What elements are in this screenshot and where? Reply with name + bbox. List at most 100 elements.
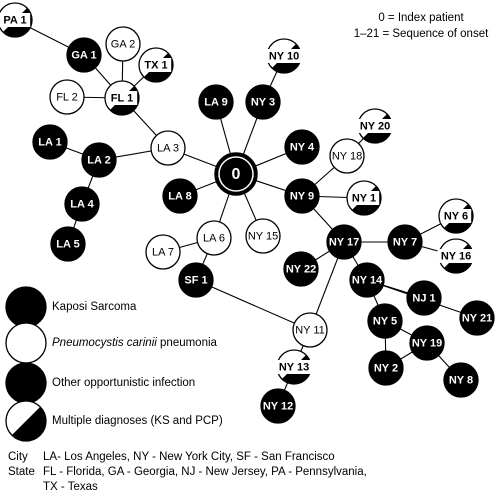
node-label: LA 2	[87, 155, 110, 167]
node-tx1: TX 1	[138, 47, 174, 83]
legend-ks-symbol-circle	[5, 286, 47, 328]
node-ny4-circle	[284, 129, 320, 165]
node-pa1: PA 1	[0, 2, 33, 38]
node-label: NY 2	[374, 363, 398, 375]
legend-item-other: Other opportunistic infection	[5, 362, 195, 404]
node-la8-circle	[162, 178, 198, 214]
node-ny10: NY 10	[265, 38, 303, 74]
node-ny8-circle	[443, 362, 479, 398]
legend-label: Multiple diagnoses (KS and PCP)	[52, 415, 223, 427]
node-la1-circle	[32, 124, 68, 160]
node-ny13: NY 13	[275, 349, 313, 385]
key-sequence-text: 1–21 = Sequence of onset	[354, 28, 489, 40]
node-la3: LA 3	[150, 130, 186, 166]
legend-multi-symbol-fill	[11, 406, 46, 441]
node-label: LA 6	[203, 233, 225, 245]
node-ny19-circle	[409, 325, 445, 361]
footer-legend: City LA- Los Angeles, NY - New York City…	[8, 450, 367, 495]
legend-item-ks: Kaposi Sarcoma	[5, 286, 137, 328]
node-ga1-circle	[66, 37, 102, 73]
legend-label-post: pneumonia	[157, 337, 218, 349]
node-ny16: NY 16	[437, 238, 475, 274]
node-ny2: NY 2	[368, 350, 404, 386]
node-ny19: NY 19	[409, 325, 445, 361]
legend-label-text: Kaposi Sarcoma	[52, 301, 137, 313]
node-fl1: FL 1	[104, 80, 140, 116]
node-label: NY 6	[444, 211, 468, 223]
node-ny18: NY 18	[329, 138, 365, 174]
node-label: LA 3	[157, 143, 179, 155]
node-sf1: SF 1	[178, 262, 214, 298]
node-label: NY 17	[329, 237, 359, 249]
node-label: NY 4	[290, 142, 315, 154]
node-ga1: GA 1	[66, 37, 102, 73]
node-la5: LA 5	[50, 226, 86, 262]
legend-item-multi: Multiple diagnoses (KS and PCP)	[5, 400, 223, 442]
node-ny18-circle	[329, 138, 365, 174]
node-label: FL 2	[56, 92, 78, 104]
node-ny9: NY 9	[284, 178, 320, 214]
node-fl2: FL 2	[49, 79, 85, 115]
node-label: NY 5	[373, 316, 397, 328]
legend-label-italic: Pneumocystis carinii	[52, 337, 157, 349]
node-label: NY 1	[352, 193, 376, 205]
legend-label: Other opportunistic infection	[52, 377, 195, 389]
node-la2: LA 2	[81, 142, 117, 178]
node-label: LA 4	[70, 199, 94, 211]
node-label: NY 15	[248, 231, 278, 243]
node-label: NY 10	[269, 51, 299, 63]
node-ny7-circle	[387, 224, 423, 260]
node-label: NY 13	[279, 362, 309, 374]
legend-pcp-symbol-circle	[5, 322, 47, 364]
node-label: NY 19	[412, 338, 442, 350]
footer-state-label: State	[8, 466, 35, 478]
node-la2-circle	[81, 142, 117, 178]
footer-city-label: City	[8, 451, 28, 463]
node-ny14-circle	[349, 262, 385, 298]
legend-label-text: Multiple diagnoses (KS and PCP)	[52, 415, 223, 427]
node-ny2-circle	[368, 350, 404, 386]
node-label: GA 2	[111, 39, 135, 51]
node-label: LA 7	[152, 247, 174, 259]
node-ny11: NY 11	[292, 312, 328, 348]
node-la4-circle	[64, 186, 100, 222]
node-label-bg	[106, 91, 138, 105]
node-label: LA 8	[168, 191, 191, 203]
node-ny9-circle	[284, 178, 320, 214]
node-label: NY 3	[251, 97, 275, 109]
node-la1: LA 1	[32, 124, 68, 160]
node-ny15-circle	[245, 218, 281, 254]
node-label-bg	[140, 58, 172, 72]
legend-label: Kaposi Sarcoma	[52, 301, 137, 313]
node-la7-circle	[145, 234, 181, 270]
node-ny21-circle	[459, 300, 495, 336]
node-ny17: NY 17	[326, 224, 362, 260]
node-0: 0	[214, 152, 258, 196]
node-ny3: NY 3	[245, 84, 281, 120]
node-ny1: NY 1	[346, 180, 382, 216]
node-nj1-circle	[406, 280, 442, 316]
node-label: LA 5	[56, 239, 79, 251]
node-label: NY 22	[286, 264, 316, 276]
node-ga2-circle	[105, 26, 141, 62]
node-label-bg	[356, 119, 394, 133]
node-la7: LA 7	[145, 234, 181, 270]
node-la6-circle	[196, 220, 232, 256]
node-ny22-circle	[283, 251, 319, 287]
node-label: NJ 1	[412, 293, 435, 305]
node-ny20: NY 20	[356, 108, 394, 144]
node-ny22: NY 22	[283, 251, 319, 287]
node-ny21: NY 21	[459, 300, 495, 336]
legend-label-text: Other opportunistic infection	[52, 377, 195, 389]
node-label: LA 1	[38, 137, 61, 149]
footer-state-text-2: TX - Texas	[43, 481, 98, 493]
legend-other-symbol-circle	[5, 362, 47, 404]
node-la4: LA 4	[64, 186, 100, 222]
node-label: PA 1	[3, 15, 26, 27]
edge-SF1-NY11	[195, 279, 311, 331]
node-label: NY 20	[360, 121, 390, 133]
node-label: NY 14	[352, 275, 383, 287]
node-ny5: NY 5	[367, 303, 403, 339]
node-label-bg	[265, 49, 303, 63]
